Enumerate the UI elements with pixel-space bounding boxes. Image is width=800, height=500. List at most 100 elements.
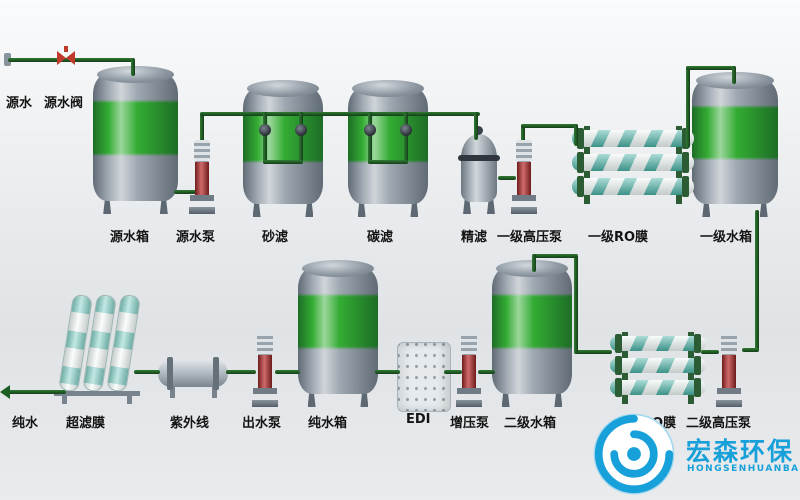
filter-leg (463, 200, 472, 214)
valve-handwheel-icon (400, 124, 412, 136)
edi-module (397, 342, 451, 412)
carbon-filter-tank (348, 80, 428, 217)
sand-filter-tank (243, 80, 323, 217)
label-stage1-hp-pump: 一级高压泵 (497, 230, 563, 245)
valve-stem (64, 46, 68, 52)
pipe-segment (521, 124, 578, 128)
valve-body-left (57, 51, 66, 65)
uv-flange (167, 357, 173, 390)
label-source-water: 源水 (6, 96, 33, 111)
pump-body (721, 355, 737, 391)
pipe-segment (368, 160, 408, 164)
pump-motor (515, 140, 533, 163)
label-carbon-filter: 碳滤 (367, 230, 394, 245)
ro-membrane-vessel (610, 378, 706, 397)
stage1-hp-pump (511, 140, 537, 214)
pipe-segment (263, 160, 303, 164)
label-pure-water-out: 纯水 (12, 416, 39, 431)
tank-leg (501, 393, 510, 407)
valve-handwheel-icon (364, 124, 376, 136)
hongsen-logo-icon (593, 413, 675, 495)
ro-membrane-vessel (572, 152, 694, 173)
label-precision-filter: 精滤 (461, 230, 488, 245)
uv-leg (170, 385, 175, 398)
tank-cap (247, 80, 319, 97)
pump-base (456, 400, 482, 407)
valve-handwheel-icon (259, 124, 271, 136)
label-edi: EDI (406, 412, 431, 427)
pump-flange (512, 194, 536, 202)
tank-shell (93, 74, 178, 201)
pipe-segment (686, 66, 736, 70)
pipe-segment (474, 112, 478, 140)
tank-leg (159, 200, 168, 214)
label-stage2-tank: 二级水箱 (504, 416, 557, 431)
tank-cap (97, 66, 174, 83)
logo-name-cn: 宏森环保 (686, 437, 795, 466)
pump-body (257, 355, 273, 391)
tank-leg (759, 203, 768, 217)
pump-base (716, 400, 742, 407)
label-uv-sterilizer: 紫外线 (170, 416, 210, 431)
tank-leg (252, 203, 261, 217)
filter-body (461, 161, 497, 202)
uv-flange (213, 357, 219, 390)
pipe-segment (732, 66, 736, 84)
label-stage1-ro: 一级RO膜 (588, 230, 649, 245)
source-pump (189, 140, 215, 214)
pipe-segment (174, 190, 198, 194)
valve-handwheel-icon (295, 124, 307, 136)
uf-membrane-unit (54, 290, 144, 404)
tank-shell (243, 88, 323, 204)
tank-shell (298, 268, 378, 394)
tank-leg (554, 393, 563, 407)
stage2-ro-membrane-rack (610, 332, 706, 404)
label-source-tank: 源水箱 (110, 230, 150, 245)
ro-membrane-vessel (572, 128, 694, 149)
pipe-segment (200, 112, 480, 116)
filter-clamp-ring (458, 155, 500, 161)
outlet-pump (252, 333, 278, 407)
tank-leg (357, 203, 366, 217)
pipe-segment (574, 124, 578, 146)
pump-motor (256, 333, 274, 356)
pipe-segment (404, 112, 408, 164)
pipe-segment (498, 176, 516, 180)
flow-arrow-icon (0, 385, 10, 399)
uv-leg (212, 385, 217, 398)
label-stage1-tank: 一级水箱 (700, 230, 753, 245)
pipe-segment (574, 254, 578, 354)
tank-leg (410, 203, 419, 217)
tank-shell (348, 88, 428, 204)
tank-leg (103, 200, 112, 214)
label-pure-water-tank: 纯水箱 (308, 416, 348, 431)
pump-motor (460, 333, 478, 356)
ro-membrane-vessel (572, 176, 694, 197)
source-valve-icon (57, 46, 75, 65)
precision-filter (458, 126, 500, 214)
pipe-segment (226, 370, 256, 374)
pump-base (511, 207, 537, 214)
pump-body (461, 355, 477, 391)
stage2-water-tank (492, 260, 572, 407)
filter-vent-knob (474, 126, 483, 135)
pipe-segment (521, 124, 525, 142)
ro-membrane-vessel (610, 356, 706, 375)
pipe-segment (686, 66, 690, 148)
inlet-coupling (4, 53, 11, 66)
filter-leg (486, 200, 495, 214)
label-outlet-pump: 出水泵 (242, 416, 282, 431)
ro-membrane-vessel (610, 334, 706, 353)
stage1-ro-membrane-rack (572, 126, 694, 204)
label-source-pump: 源水泵 (176, 230, 216, 245)
pump-flange (253, 387, 277, 395)
tank-leg (360, 393, 369, 407)
pipe-segment (200, 112, 204, 144)
label-uf-membrane: 超滤膜 (66, 416, 106, 431)
label-stage2-hp-pump: 二级高压泵 (686, 416, 752, 431)
pipe-segment (755, 210, 759, 352)
tank-leg (307, 393, 316, 407)
pump-base (252, 400, 278, 407)
pump-flange (457, 387, 481, 395)
